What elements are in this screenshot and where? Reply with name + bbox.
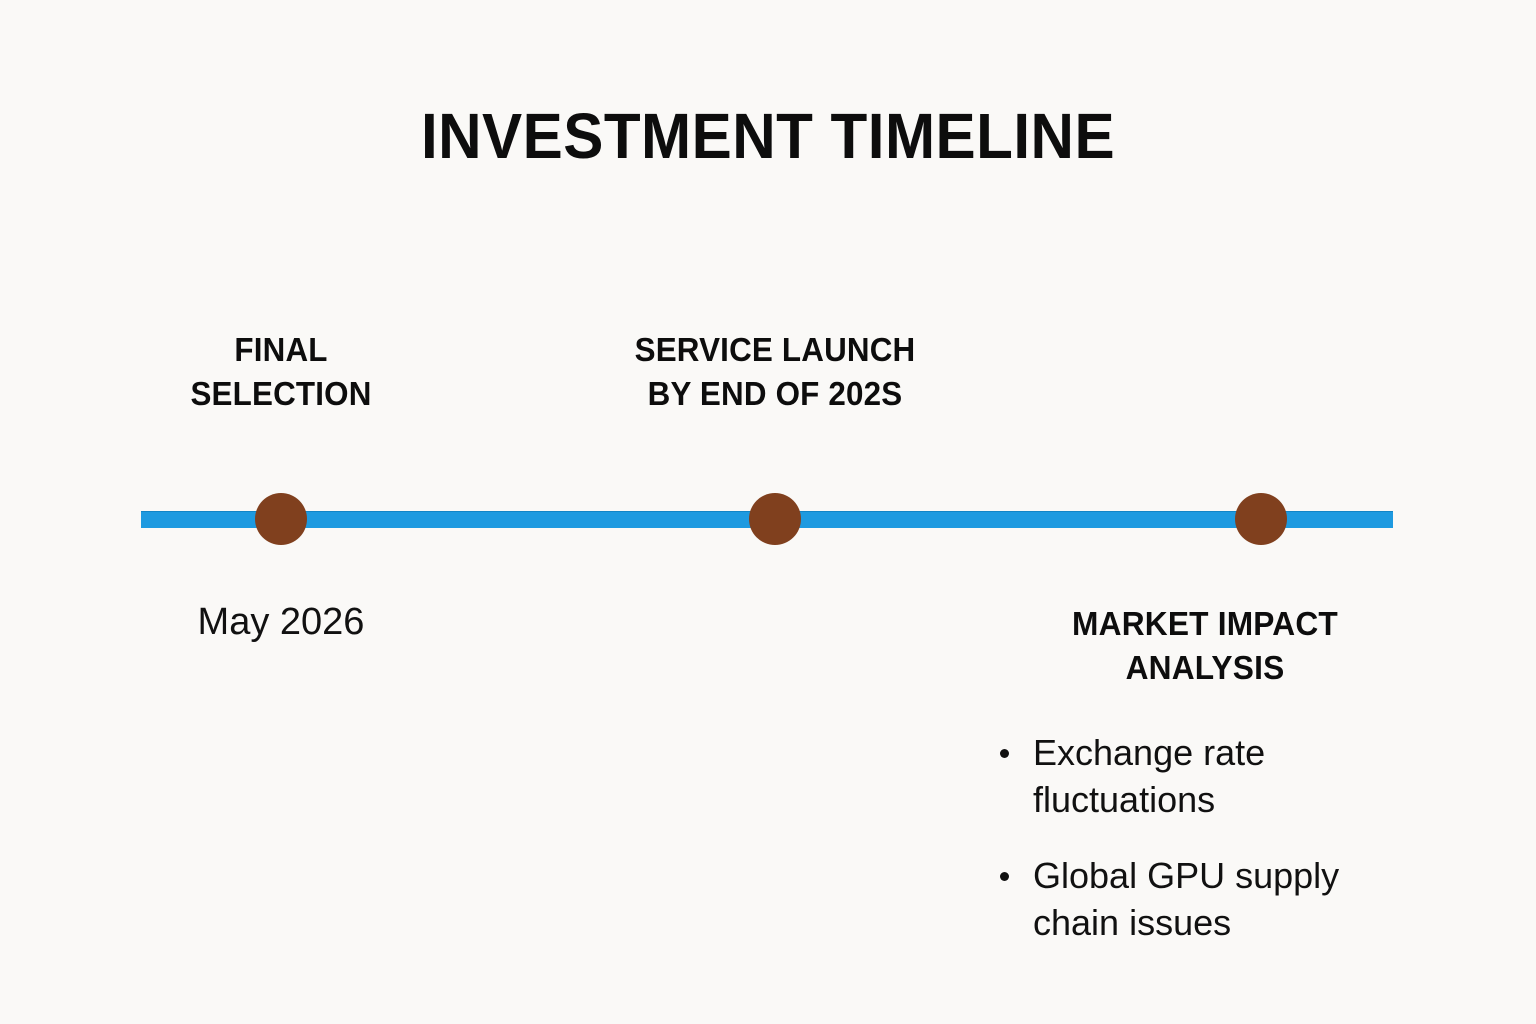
milestone-dot-final-selection: [255, 493, 307, 545]
milestone-label-final-selection: FINAL SELECTION: [91, 328, 471, 415]
milestone-dot-market-impact: [1235, 493, 1287, 545]
market-impact-heading-line-1: MARKET IMPACT: [1072, 605, 1338, 642]
milestone-date-final-selection: May 2026: [197, 601, 365, 643]
market-impact-heading-line-2: ANALYSIS: [1125, 648, 1285, 686]
list-item: Global GPU supply chain issues: [990, 853, 1420, 947]
market-impact-block: MARKET IMPACT ANALYSIS Exchange rate flu…: [990, 602, 1420, 947]
market-impact-bullet-list: Exchange rate fluctuations Global GPU su…: [990, 730, 1420, 947]
milestone-label-line-1: FINAL: [234, 331, 328, 368]
milestone-label-line-1: SERVICE LAUNCH: [634, 331, 916, 368]
milestone-label-line-2: BY END OF 202S: [647, 374, 903, 412]
list-item: Exchange rate fluctuations: [990, 730, 1420, 824]
milestone-dot-service-launch: [749, 493, 801, 545]
market-impact-heading: MARKET IMPACT ANALYSIS: [999, 602, 1412, 690]
milestone-label-service-launch: SERVICE LAUNCH BY END OF 202S: [585, 328, 965, 415]
milestone-label-line-2: SELECTION: [190, 374, 372, 412]
bullet-icon: [1000, 872, 1009, 882]
page-title: INVESTMENT TIMELINE: [420, 100, 1116, 172]
list-item-text: Global GPU supply chain issues: [1033, 855, 1340, 944]
list-item-text: Exchange rate fluctuations: [1033, 731, 1266, 820]
bullet-icon: [1000, 748, 1009, 758]
